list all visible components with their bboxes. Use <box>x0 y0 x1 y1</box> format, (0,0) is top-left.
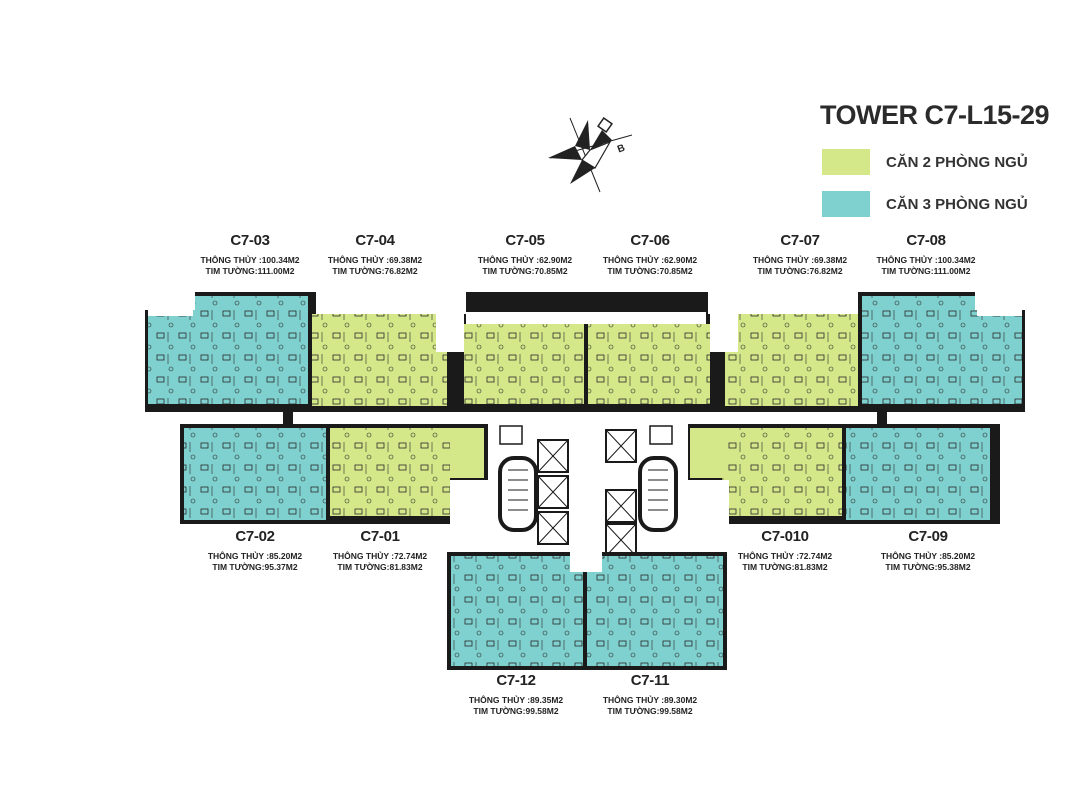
building-core <box>488 412 688 557</box>
unit-gross-area: TIM TƯỜNG:95.38M2 <box>885 562 971 572</box>
unit-label-c7-04: C7-04 THÔNG THỦY :69.38M2 TIM TƯỜNG:76.8… <box>315 232 435 277</box>
unit-label-c7-03: C7-03 THÔNG THỦY :100.34M2 TIM TƯỜNG:111… <box>190 232 310 277</box>
unit-c7-12 <box>451 556 583 666</box>
unit-net-area: THÔNG THỦY :69.38M2 <box>327 255 423 265</box>
unit-net-area: THÔNG THỦY :62.90M2 <box>602 255 698 265</box>
unit-label-c7-06: C7-06 THÔNG THỦY :62.90M2 TIM TƯỜNG:70.8… <box>590 232 710 277</box>
unit-c7-06 <box>588 324 710 404</box>
unit-c7-11 <box>587 556 723 666</box>
unit-net-area: THÔNG THỦY :62.90M2 <box>477 255 573 265</box>
unit-c7-04 <box>312 314 447 406</box>
unit-label-c7-010: C7-010 THÔNG THỦY :72.74M2 TIM TƯỜNG:81.… <box>725 528 845 573</box>
unit-c7-02 <box>184 428 326 520</box>
unit-label-c7-12: C7-12 THÔNG THỦY :89.35M2 TIM TƯỜNG:99.5… <box>456 672 576 717</box>
unit-c7-09 <box>846 428 990 520</box>
unit-code: C7-05 <box>505 232 545 249</box>
unit-gross-area: TIM TƯỜNG:70.85M2 <box>482 266 568 276</box>
unit-c7-010 <box>690 428 842 516</box>
unit-net-area: THÔNG THỦY :72.74M2 <box>737 551 833 561</box>
unit-label-c7-11: C7-11 THÔNG THỦY :89.30M2 TIM TƯỜNG:99.5… <box>590 672 710 717</box>
unit-net-area: THÔNG THỦY :100.34M2 <box>200 255 300 265</box>
unit-c7-03 <box>148 296 308 404</box>
unit-label-c7-08: C7-08 THÔNG THỦY :100.34M2 TIM TƯỜNG:111… <box>866 232 986 277</box>
legend-label-two-bedroom: CĂN 2 PHÒNG NGỦ <box>886 153 1028 171</box>
unit-label-c7-01: C7-01 THÔNG THỦY :72.74M2 TIM TƯỜNG:81.8… <box>320 528 440 573</box>
unit-gross-area: TIM TƯỜNG:111.00M2 <box>881 266 971 276</box>
compass-north-mark: B <box>616 143 627 156</box>
unit-label-c7-07: C7-07 THÔNG THỦY :69.38M2 TIM TƯỜNG:76.8… <box>740 232 860 277</box>
legend-item-three-bedroom: CĂN 3 PHÒNG NGỦ <box>822 190 1028 218</box>
unit-c7-07 <box>725 314 858 406</box>
legend-swatch-two-bedroom <box>822 149 870 175</box>
legend-item-two-bedroom: CĂN 2 PHÒNG NGỦ <box>822 148 1028 176</box>
unit-code: C7-08 <box>906 232 946 249</box>
unit-net-area: THÔNG THỦY :69.38M2 <box>752 255 848 265</box>
unit-code: C7-04 <box>355 232 395 249</box>
legend-label-three-bedroom: CĂN 3 PHÒNG NGỦ <box>886 195 1028 213</box>
unit-net-area: THÔNG THỦY :89.35M2 <box>468 695 564 705</box>
unit-code: C7-07 <box>780 232 820 249</box>
unit-label-c7-09: C7-09 THÔNG THỦY :85.20M2 TIM TƯỜNG:95.3… <box>868 528 988 573</box>
unit-code: C7-01 <box>360 528 400 545</box>
unit-label-c7-02: C7-02 THÔNG THỦY :85.20M2 TIM TƯỜNG:95.3… <box>195 528 315 573</box>
unit-code: C7-010 <box>761 528 809 545</box>
unit-gross-area: TIM TƯỜNG:81.83M2 <box>337 562 423 572</box>
unit-gross-area: TIM TƯỜNG:99.58M2 <box>607 706 693 716</box>
compass-icon: B <box>548 116 633 193</box>
unit-code: C7-12 <box>496 672 536 689</box>
unit-gross-area: TIM TƯỜNG:76.82M2 <box>332 266 418 276</box>
unit-label-c7-05: C7-05 THÔNG THỦY :62.90M2 TIM TƯỜNG:70.8… <box>465 232 585 277</box>
unit-net-area: THÔNG THỦY :85.20M2 <box>207 551 303 561</box>
unit-net-area: THÔNG THỦY :100.34M2 <box>876 255 976 265</box>
unit-gross-area: TIM TƯỜNG:99.58M2 <box>473 706 559 716</box>
unit-gross-area: TIM TƯỜNG:81.83M2 <box>742 562 828 572</box>
unit-net-area: THÔNG THỦY :72.74M2 <box>332 551 428 561</box>
unit-code: C7-09 <box>908 528 948 545</box>
unit-net-area: THÔNG THỦY :89.30M2 <box>602 695 698 705</box>
unit-c7-01 <box>330 428 484 516</box>
unit-gross-area: TIM TƯỜNG:111.00M2 <box>205 266 295 276</box>
unit-net-area: THÔNG THỦY :85.20M2 <box>880 551 976 561</box>
unit-c7-05 <box>464 324 584 404</box>
legend-swatch-three-bedroom <box>822 191 870 217</box>
unit-gross-area: TIM TƯỜNG:76.82M2 <box>757 266 843 276</box>
unit-code: C7-02 <box>235 528 275 545</box>
unit-code: C7-06 <box>630 232 670 249</box>
unit-gross-area: TIM TƯỜNG:95.37M2 <box>212 562 298 572</box>
unit-gross-area: TIM TƯỜNG:70.85M2 <box>607 266 693 276</box>
tower-title: TOWER C7-L15-29 <box>820 100 1050 130</box>
unit-c7-08 <box>862 296 1022 404</box>
unit-code: C7-03 <box>230 232 270 249</box>
unit-code: C7-11 <box>630 672 670 689</box>
